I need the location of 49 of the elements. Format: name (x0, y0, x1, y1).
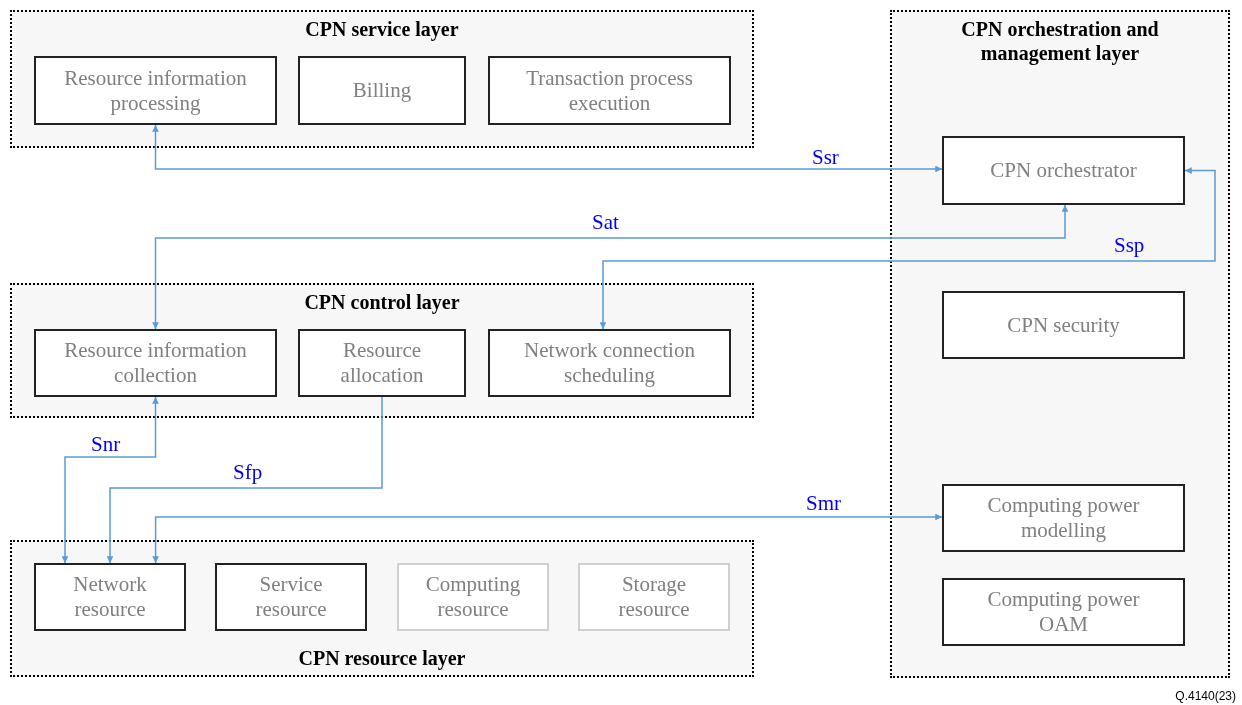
layer-title: CPN control layer (304, 290, 460, 314)
layer-title: CPN resource layer (298, 646, 466, 670)
connector-arrow (61, 396, 159, 564)
process-box (942, 484, 1185, 552)
connector-arrow (106, 396, 383, 564)
box-label: Computing power OAM (986, 587, 1141, 637)
process-box (578, 563, 730, 631)
process-box (942, 136, 1185, 205)
layer-panel (10, 10, 754, 148)
process-box (34, 563, 186, 631)
layer-title: CPN orchestration and management layer (960, 17, 1160, 65)
box-label: CPN orchestrator (990, 158, 1137, 183)
box-label: Service resource (254, 572, 328, 622)
edge-label: Ssr (812, 145, 839, 169)
process-box (488, 56, 731, 125)
edge-label: Smr (806, 491, 841, 515)
layer-panel (10, 540, 754, 677)
box-label: Resource information collection (63, 338, 248, 388)
connector-arrow (152, 124, 943, 173)
process-box (942, 291, 1185, 359)
box-label: Transaction process execution (525, 65, 694, 116)
connector-arrow (599, 167, 1216, 330)
box-label: Resource allocation (339, 338, 425, 388)
process-box (298, 329, 466, 397)
box-label: Network resource (72, 572, 148, 622)
box-label: Computing power modelling (986, 493, 1141, 543)
box-label: CPN security (1007, 312, 1120, 338)
edge-label: Ssp (1114, 233, 1145, 257)
process-box (942, 578, 1185, 646)
box-label: Network connection scheduling (523, 338, 696, 388)
box-label: Resource information processing (63, 65, 248, 116)
process-box (215, 563, 367, 631)
connector-arrow (152, 204, 1069, 330)
process-box (488, 329, 731, 397)
process-box (298, 56, 466, 125)
layer-panel (890, 10, 1230, 678)
edge-label: Sfp (233, 460, 263, 484)
process-box (397, 563, 549, 631)
edge-label: Snr (91, 432, 121, 456)
process-box (34, 56, 277, 125)
box-label: Computing resource (424, 572, 522, 622)
process-box (34, 329, 277, 397)
layer-panel (10, 283, 754, 418)
figure-number: Q.4140(23) (1175, 689, 1236, 703)
box-label: Billing (352, 78, 412, 103)
connector-arrow (152, 513, 943, 564)
layer-title: CPN service layer (305, 17, 459, 41)
box-label: Storage resource (617, 572, 691, 622)
edge-label: Sat (592, 210, 619, 234)
